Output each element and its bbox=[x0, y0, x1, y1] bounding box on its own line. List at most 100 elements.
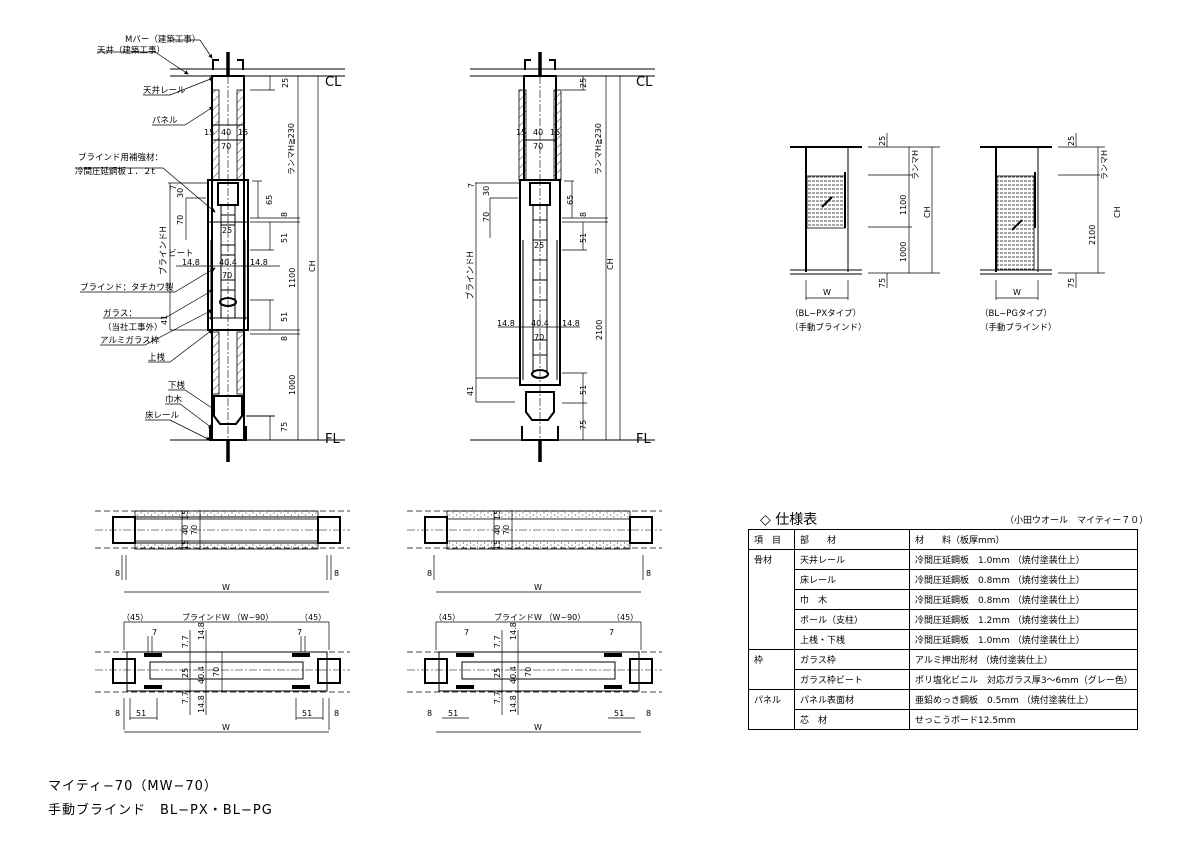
dim: 8 bbox=[280, 212, 289, 217]
cell-part: ガラス枠ビート bbox=[794, 669, 910, 690]
dim: 8 bbox=[115, 569, 120, 578]
cell-material: 冷間圧延鋼板 1.0mm （焼付塗装仕上） bbox=[909, 549, 1138, 570]
cell-group bbox=[748, 629, 795, 650]
cell-group bbox=[748, 709, 795, 730]
dim: 25 bbox=[222, 226, 232, 235]
dim: 75 bbox=[280, 422, 289, 432]
dim: CH bbox=[923, 206, 932, 218]
dim: 2100 bbox=[1088, 225, 1097, 245]
cell-group: 骨材 bbox=[748, 549, 795, 570]
dim: 40.4 bbox=[509, 666, 518, 684]
tilt-wand bbox=[821, 196, 833, 208]
cl-label: CL bbox=[636, 75, 653, 90]
dim: 8 bbox=[646, 569, 651, 578]
blind-ladder bbox=[221, 214, 235, 291]
dim: 25 bbox=[579, 78, 588, 88]
drawing-title-model: マイティ−70（MW−70） bbox=[48, 779, 218, 794]
table-header-row: 項 目 部 材 材 料（板厚mm） bbox=[748, 529, 1138, 550]
dim: 70 bbox=[482, 212, 491, 222]
elevation-bl-px: 25 ランマH 1100 CH 1000 75 W （BL−PXタイプ） （手動… bbox=[790, 133, 940, 333]
section-bl-px: 15 40 15 70 25 ランマH≧230 65 8 51 1100 CH … bbox=[75, 34, 345, 462]
dim: 25 bbox=[878, 136, 887, 146]
cell-material: 冷間圧延鋼板 1.0mm （焼付塗装仕上） bbox=[909, 629, 1138, 650]
dim: CH bbox=[308, 260, 317, 272]
dim: 70 bbox=[212, 667, 221, 677]
dim: 70 bbox=[222, 271, 232, 280]
dim: 40.4 bbox=[531, 319, 549, 328]
dim: 2100 bbox=[595, 320, 604, 340]
dim: 40 bbox=[221, 128, 231, 137]
dim: 41 bbox=[466, 386, 475, 396]
dim: 70 bbox=[533, 142, 543, 151]
label-bead: ビート bbox=[168, 249, 194, 259]
dim: 75 bbox=[878, 278, 887, 288]
dim: 15 bbox=[516, 128, 526, 137]
dim: 51 bbox=[579, 233, 588, 243]
label-glass-note: （当社工事外） bbox=[103, 322, 163, 333]
cl-label: CL bbox=[325, 75, 342, 90]
dim: 14.8 bbox=[497, 319, 515, 328]
cell-part: 床レール bbox=[794, 569, 910, 590]
plan-top-right: 15 40 70 15 8 8 W bbox=[407, 510, 662, 593]
spec-table-title: ◇ 仕様表 bbox=[760, 512, 818, 528]
caption-blind: （手動ブラインド） bbox=[980, 322, 1057, 333]
cell-group: パネル bbox=[748, 689, 795, 710]
headbox bbox=[217, 182, 239, 206]
section-bl-pg: 15 40 15 70 25 ランマH≧230 65 8 51 CH 2100 … bbox=[465, 52, 655, 462]
dim: 30 bbox=[482, 186, 491, 196]
dim: 14.8 bbox=[197, 622, 206, 640]
dim-blind-width: ブラインドW （W−90） bbox=[182, 612, 273, 622]
dim: 70 bbox=[534, 333, 544, 342]
dim: 7 bbox=[467, 183, 476, 188]
dim: 15 bbox=[238, 128, 248, 137]
dim: 8 bbox=[115, 709, 120, 718]
cell-part: パネル表面材 bbox=[794, 689, 910, 710]
label-ceiling: 天井（建築工事） bbox=[97, 45, 165, 56]
label-floor-rail: 床レール bbox=[145, 410, 180, 421]
table-row: 枠ガラス枠アルミ押出形材 （焼付塗装仕上） bbox=[748, 649, 1138, 670]
dim: ランマH bbox=[911, 150, 920, 180]
drawing-title-type: 手動ブラインド BL−PX・BL−PG bbox=[48, 803, 273, 818]
dim: W bbox=[222, 723, 230, 732]
dim: 14.8 bbox=[182, 258, 200, 267]
label-lower-rail: 下桟 bbox=[168, 380, 186, 391]
dim: 7.7 bbox=[181, 691, 190, 704]
dim: 15 bbox=[550, 128, 560, 137]
dim: 40.4 bbox=[197, 666, 206, 684]
table-row: パネルパネル表面材亜鉛めっき鋼板 0.5mm （焼付塗装仕上） bbox=[748, 689, 1138, 710]
dim: ランマH≧230 bbox=[287, 123, 296, 175]
fl-label: FL bbox=[636, 432, 651, 447]
dim: 1100 bbox=[899, 195, 908, 215]
label-blind-h: ブラインドH bbox=[465, 251, 476, 300]
cell-part: 芯 材 bbox=[794, 709, 910, 730]
cell-material: 冷間圧延鋼板 1.2mm （焼付塗装仕上） bbox=[909, 609, 1138, 630]
cell-material: ポリ塩化ビニル 対応ガラス厚3〜6mm（グレー色） bbox=[909, 669, 1138, 690]
caption-blind: （手動ブラインド） bbox=[790, 322, 867, 333]
cell-group bbox=[748, 609, 795, 630]
label-blind-reinforcement-material: 冷間圧延鋼板１．２t bbox=[75, 166, 156, 177]
dim: ランマH≧230 bbox=[594, 123, 603, 175]
dim: 65 bbox=[566, 195, 575, 205]
label-m-bar: Mバー（建築工事） bbox=[125, 34, 200, 45]
dim: （45） bbox=[300, 613, 326, 622]
dim: 14.8 bbox=[250, 258, 268, 267]
dim: 7 bbox=[152, 628, 157, 637]
dim: （45） bbox=[612, 613, 638, 622]
label-baseboard: 巾木 bbox=[165, 394, 183, 405]
dim: W bbox=[222, 583, 230, 592]
dim: 8 bbox=[427, 709, 432, 718]
plan-top-left: 15 40 70 15 8 8 W bbox=[95, 510, 350, 593]
label-panel: パネル bbox=[152, 116, 178, 126]
cell-group: 枠 bbox=[748, 649, 795, 670]
dim: 51 bbox=[448, 709, 458, 718]
dim: 15 bbox=[493, 510, 502, 520]
dim: 25 bbox=[534, 241, 544, 250]
dim: 70 bbox=[190, 525, 199, 535]
cell-group bbox=[748, 669, 795, 690]
glass-frame bbox=[519, 179, 561, 386]
dim: 7.7 bbox=[181, 635, 190, 648]
dim: 8 bbox=[334, 709, 339, 718]
dim: 51 bbox=[579, 385, 588, 395]
glass-frame bbox=[207, 179, 249, 331]
caption-type: （BL−PGタイプ） bbox=[980, 308, 1052, 319]
